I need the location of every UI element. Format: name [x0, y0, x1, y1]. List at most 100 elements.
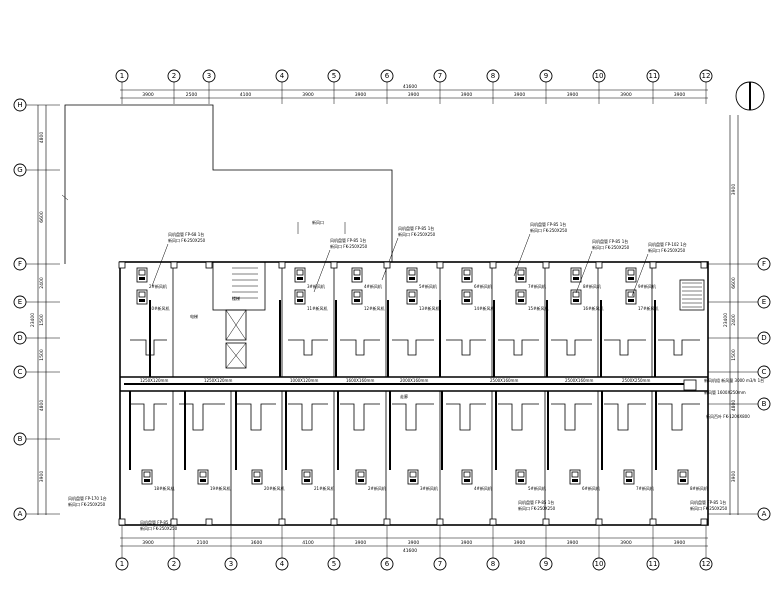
dim-text: 3900 [514, 92, 526, 98]
axis-bubble-bottom-5: 5 [327, 526, 341, 571]
callout-line-1: 风机盘管 FP-85 1台 [690, 499, 726, 505]
dim-text: 3900 [674, 540, 686, 546]
unit-label: 3#新风机 [307, 283, 325, 289]
fan-coil-unit: 13#新风机 [406, 289, 439, 311]
axis-bubble-right-D: D [708, 331, 771, 345]
unit-label: 18#新风机 [154, 485, 174, 491]
column [595, 518, 603, 526]
axis-bubble-top-2: 2 [167, 69, 181, 104]
callout-line-2: 新风口 FK-250X250 [648, 247, 686, 253]
column [205, 518, 213, 526]
fan-coil-unit: 17#新风机 [625, 289, 658, 311]
right-stair [679, 279, 705, 311]
axis-bubble-top-4: 4 [275, 69, 289, 104]
axis-bubble-right-E: E [708, 295, 771, 309]
axis-bubble-top-11: 11 [646, 69, 660, 104]
callout-line-2: 新风口 FK-250X250 [530, 227, 568, 233]
column [118, 518, 126, 526]
axis-label: E [18, 298, 22, 306]
axis-bubble-left-E: E [13, 295, 60, 309]
column [542, 518, 550, 526]
unit-label: 11#新风机 [307, 305, 327, 311]
dim-text: 4800 [731, 400, 737, 412]
axis-bubble-right-F: F [708, 257, 771, 271]
axis-label: 11 [649, 560, 658, 568]
column [649, 518, 657, 526]
axis-label: 12 [702, 560, 711, 568]
axis-bubble-top-1: 1 [115, 69, 129, 104]
axis-label: 9 [544, 72, 548, 80]
dim-text: 4100 [302, 540, 314, 546]
callout-line-1: 风机盘管 FP-102 1台 [648, 241, 687, 247]
fan-coil-unit: 20#新风机 [251, 469, 284, 491]
fan-coil-unit: 3#新风机 [294, 267, 325, 289]
dim-text: 3900 [142, 540, 154, 546]
main-supply-duct [124, 379, 697, 391]
dim-text: 2100 [197, 540, 209, 546]
unit-label: 21#新风机 [314, 485, 334, 491]
dim-text: 2500 [186, 92, 198, 98]
dim-text: 3900 [355, 92, 367, 98]
bottom-total-dimension: 41600 [403, 548, 417, 554]
dim-text: 3900 [355, 540, 367, 546]
callout-line-2: 新风口 FK-250X250 [398, 231, 436, 237]
unit-label: 7#新风机 [636, 485, 654, 491]
unit-label: 8#新风机 [690, 485, 708, 491]
unit-label: 3#新风机 [420, 485, 438, 491]
column [649, 261, 657, 269]
north-arrow-icon [735, 81, 765, 111]
axis-label: G [17, 166, 22, 174]
bottom-dimension-chain [120, 537, 708, 547]
axis-label: 6 [385, 560, 390, 568]
dim-text: 3900 [620, 540, 632, 546]
callout-line-2: 新风口 FK-250X250 [68, 501, 106, 507]
dim-text: 6600 [731, 277, 737, 289]
duct-size-label: 2000X160mm [400, 378, 428, 383]
unit-label: 16#新风机 [583, 305, 603, 311]
axis-bubble-bottom-12: 12 [699, 526, 713, 571]
fan-coil-unit: 9#新风机 [625, 267, 656, 289]
unit-label: 2#新风机 [368, 485, 386, 491]
column [436, 261, 444, 269]
dim-text: 6600 [39, 211, 45, 223]
fan-coil-unit: 8#新风机 [677, 469, 708, 491]
left-dimension-chain [37, 105, 47, 515]
callout-line-2: 新风口 FK-250X250 [518, 505, 556, 511]
axis-label: A [18, 510, 23, 518]
unit-label: 4#新风机 [364, 283, 382, 289]
dim-text: 3900 [408, 540, 420, 546]
right-equipment-callout: 新风机组 新风量 3000 m3/h 1台 [704, 377, 764, 383]
callout-line-2: 新风口 FK-250X250 [330, 243, 368, 249]
axis-bubble-bottom-3: 3 [224, 526, 238, 571]
axis-bubble-left-D: D [13, 331, 60, 345]
axis-label: 5 [332, 560, 336, 568]
axis-label: E [762, 298, 766, 306]
dim-text: 3900 [731, 471, 737, 483]
fan-coil-unit: 3#新风机 [407, 469, 438, 491]
axis-label: 7 [438, 560, 442, 568]
dim-text: 2400 [731, 314, 737, 326]
axis-label: B [762, 400, 767, 408]
fan-coil-unit: 7#新风机 [623, 469, 654, 491]
unit-label: 2#新风机 [149, 283, 167, 289]
axis-bubble-top-10: 10 [592, 69, 606, 104]
column [489, 518, 497, 526]
dim-text: 4800 [39, 400, 45, 412]
duct-size-label: 2500X250mm [622, 378, 650, 383]
axis-bubble-top-5: 5 [327, 69, 341, 104]
callout-line-1: 风机盘管 FP-68 1台 [168, 231, 204, 237]
axis-label: C [18, 368, 23, 376]
axis-label: 10 [595, 72, 604, 80]
lower-room-partitions [130, 391, 700, 525]
column [700, 261, 708, 269]
